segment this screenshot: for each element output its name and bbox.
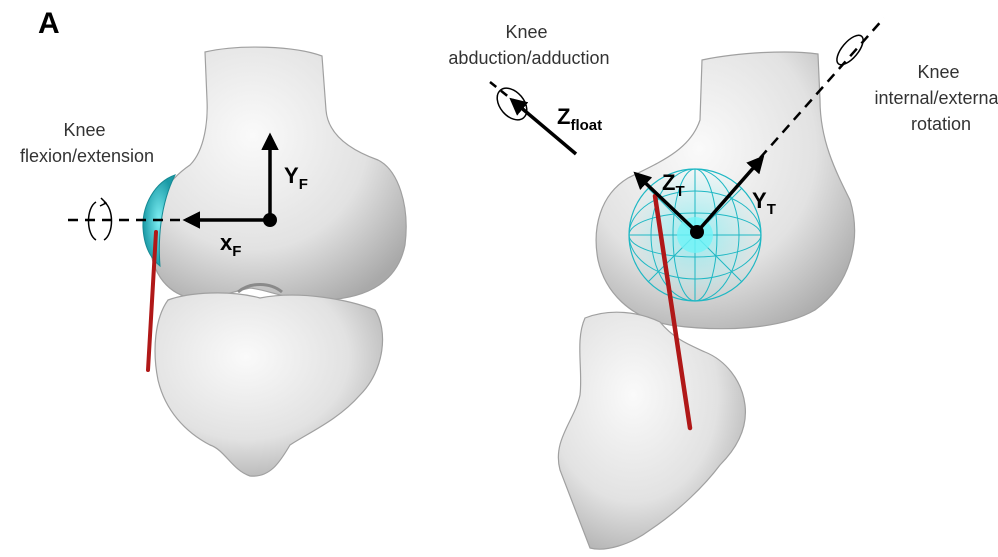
panel-label: A — [38, 7, 60, 40]
right-tibia-bone — [558, 312, 745, 549]
tibia-origin — [690, 225, 704, 239]
right-knee-model — [558, 52, 854, 549]
abduction-rotation-icon — [491, 82, 533, 125]
left-tibia-bone — [155, 293, 383, 476]
left-femur-bone — [150, 47, 406, 300]
left-knee-model — [143, 47, 406, 476]
float-z-label: Zfloat — [557, 104, 602, 134]
femur-origin — [263, 213, 277, 227]
rotation-label: Knee internal/external rotation — [874, 62, 998, 134]
rotation-icon — [832, 31, 867, 69]
flexion-label: Knee flexion/extension — [20, 120, 154, 166]
abduction-label: Knee abduction/adduction — [448, 22, 609, 68]
